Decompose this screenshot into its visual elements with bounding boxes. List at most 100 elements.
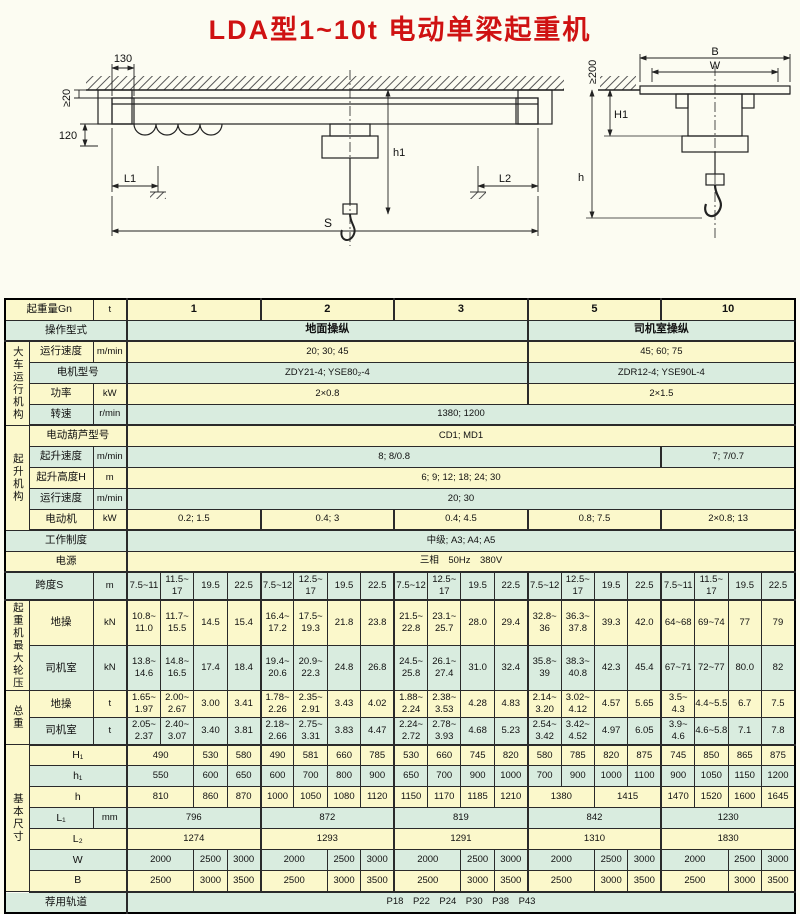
value-cell: 3500 xyxy=(360,870,395,893)
value-cell: 20; 30 xyxy=(126,487,796,510)
section-label: 起升机构 xyxy=(4,424,30,531)
row-label: 跨度S xyxy=(4,571,94,601)
value-cell: 2.18~​2.66 xyxy=(259,716,295,746)
row-label: 运行速度 xyxy=(28,487,94,510)
value-cell: 820 xyxy=(593,744,629,767)
value-cell: 2500 xyxy=(126,870,195,893)
section-label: 基本尺寸 xyxy=(4,744,30,893)
value-cell: 77 xyxy=(727,599,762,647)
value-cell: 3.9~​4.6 xyxy=(660,716,696,746)
value-cell: 0.4; 3 xyxy=(259,508,395,531)
unit-label: kW xyxy=(92,508,128,531)
value-cell: 7.8 xyxy=(760,716,796,746)
value-cell: 1080 xyxy=(326,786,362,809)
value-cell: 7.5~​12 xyxy=(526,571,562,601)
value-cell: 21.5~​22.8 xyxy=(393,599,429,647)
bridge-girder xyxy=(111,97,539,125)
unit-label: kN xyxy=(92,645,128,692)
value-cell: 0.8; 7.5 xyxy=(526,508,662,531)
value-cell: 7.5 xyxy=(760,690,796,718)
hook-section xyxy=(704,184,722,218)
section-label: 大车运行机构 xyxy=(4,340,30,426)
value-cell: 2500 xyxy=(526,870,595,893)
row-label: 起升速度 xyxy=(28,445,94,468)
end-carriages xyxy=(97,89,553,125)
value-cell: 2.05~​2.37 xyxy=(126,716,161,746)
value-cell: 80.0 xyxy=(727,645,762,692)
header-cell: 10 xyxy=(660,298,796,321)
value-cell: 2500 xyxy=(460,849,495,872)
value-cell: 2000 xyxy=(526,849,595,872)
festoon-cable-loops xyxy=(133,123,223,136)
header-cell: 2 xyxy=(259,298,395,321)
value-cell: 23.1~​25.7 xyxy=(427,599,462,647)
value-cell: 2500 xyxy=(593,849,629,872)
value-cell: 1000 xyxy=(493,765,529,788)
value-cell: 1.65~​1.97 xyxy=(126,690,161,718)
value-cell: 1170 xyxy=(427,786,462,809)
value-cell: 20.9~​22.3 xyxy=(293,645,328,692)
unit-label: kN xyxy=(92,599,128,647)
value-cell: 850 xyxy=(694,744,729,767)
row-label: W xyxy=(28,849,128,872)
value-cell: 3.81 xyxy=(226,716,262,746)
value-cell: 6.05 xyxy=(627,716,662,746)
value-cell: 3000 xyxy=(493,849,529,872)
table-row: 操作型式地面操纵司机室操纵 xyxy=(4,319,796,342)
value-cell: 900 xyxy=(460,765,495,788)
value-cell: 530 xyxy=(193,744,228,767)
value-cell: 7; 7/0.7 xyxy=(660,445,796,468)
row-label: 工作制度 xyxy=(4,529,128,552)
value-cell: 3.41 xyxy=(226,690,262,718)
value-cell: 72~​77 xyxy=(694,645,729,692)
runway-hatch xyxy=(86,76,564,91)
value-cell: 14.8~​16.5 xyxy=(159,645,195,692)
value-cell: 785 xyxy=(560,744,595,767)
value-cell: 1230 xyxy=(660,807,796,830)
value-cell: 2500 xyxy=(660,870,729,893)
value-cell: 3000 xyxy=(760,849,796,872)
row-label: h₁ xyxy=(28,765,128,788)
header-cell: 1 xyxy=(126,298,262,321)
value-cell: 1120 xyxy=(360,786,395,809)
dim-label-L2: L2 xyxy=(499,173,511,185)
value-cell: 1645 xyxy=(760,786,796,809)
value-cell: 23.8 xyxy=(360,599,395,647)
value-cell: 31.0 xyxy=(460,645,495,692)
unit-label: mm xyxy=(92,807,128,830)
row-label: 电机型号 xyxy=(28,361,128,384)
value-cell: 1415 xyxy=(593,786,662,809)
value-cell: 19.5 xyxy=(326,571,362,601)
value-cell: 7.5~​12 xyxy=(393,571,429,601)
row-label: 起重量Gn xyxy=(4,298,94,321)
page-title: LDA型1~10t 电动单梁起重机 xyxy=(208,15,592,45)
value-cell: 中级; A3; A4; A5 xyxy=(126,529,796,552)
value-cell: 3500 xyxy=(493,870,529,893)
value-cell: 4.02 xyxy=(360,690,395,718)
dim-label-h1: h1 xyxy=(393,147,405,159)
value-cell: 2.38~​3.53 xyxy=(427,690,462,718)
value-cell: 3000 xyxy=(226,849,262,872)
value-cell: 875 xyxy=(627,744,662,767)
value-cell: 22.5 xyxy=(360,571,395,601)
value-cell: 660 xyxy=(326,744,362,767)
unit-label: m/min xyxy=(92,445,128,468)
value-cell: 22.5 xyxy=(493,571,529,601)
value-cell: 810 xyxy=(126,786,195,809)
row-label: H₁ xyxy=(28,744,128,767)
table-row: 电源三相 50Hz 380V xyxy=(4,550,796,573)
row-label: 司机室 xyxy=(28,716,94,746)
value-cell: 785 xyxy=(360,744,395,767)
value-cell: 14.5 xyxy=(193,599,228,647)
value-cell: 800 xyxy=(326,765,362,788)
dim-label-120: 120 xyxy=(59,130,77,142)
